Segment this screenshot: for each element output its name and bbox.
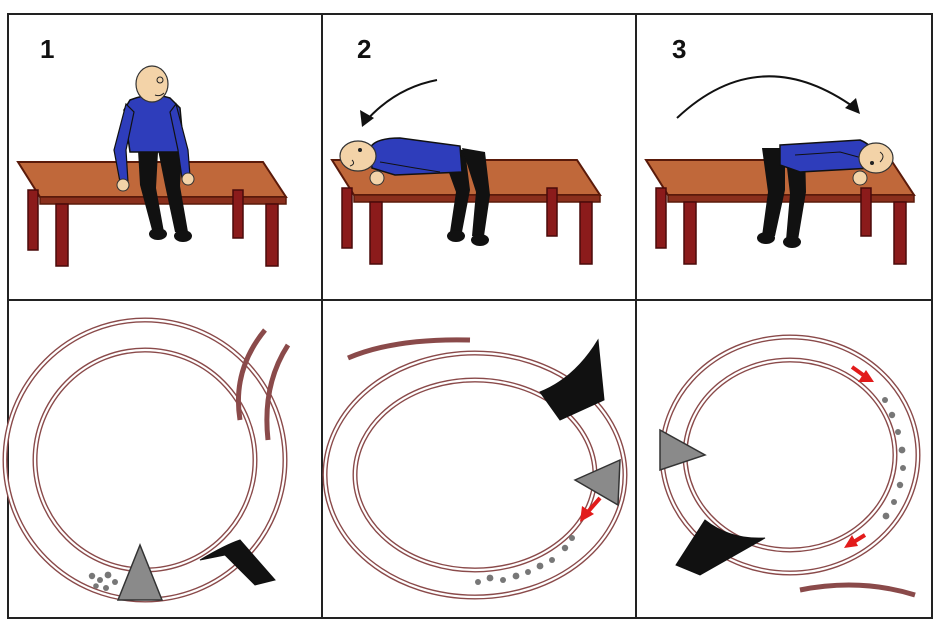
panel-1-patient-seated (18, 66, 286, 266)
step-number-2: 2 (357, 34, 371, 64)
canal-diagram-3 (660, 337, 918, 595)
seated-person (114, 66, 194, 242)
canal-diagram-1 (5, 320, 288, 600)
canal-diagram-2 (325, 340, 625, 597)
rotation-arrow-2 (365, 80, 437, 122)
rotation-arrow-3 (677, 76, 855, 118)
panel-2-head-to-left (332, 80, 600, 264)
panel-3-head-to-right (646, 76, 914, 264)
step-number-1: 1 (40, 34, 54, 64)
step-number-3: 3 (672, 34, 686, 64)
